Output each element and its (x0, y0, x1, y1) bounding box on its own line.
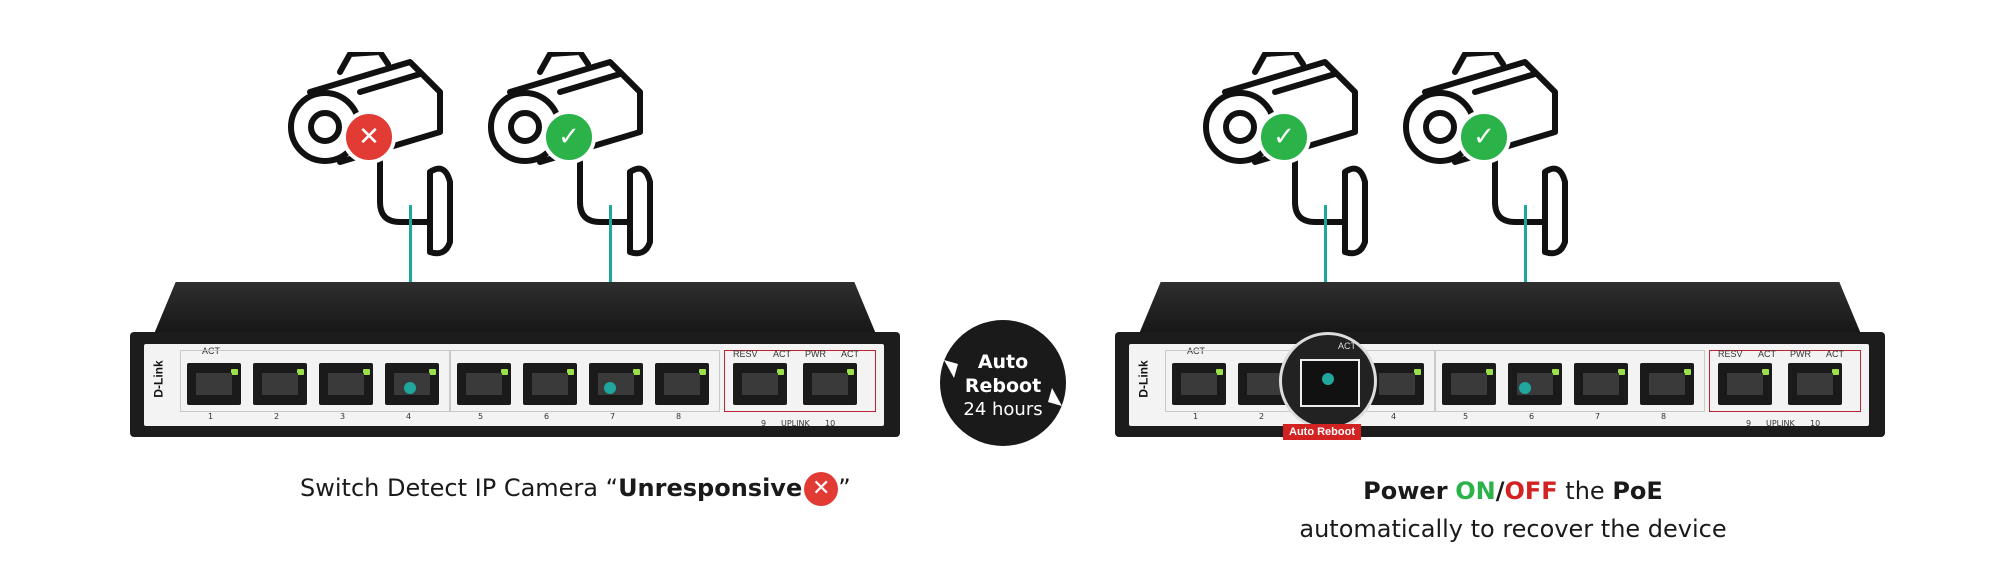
check-icon: ✓ (1257, 110, 1311, 164)
port-number: 5 (478, 412, 484, 421)
caption-power: Power (1363, 477, 1448, 505)
caption-on: ON (1455, 477, 1496, 505)
cctv-camera-icon: ✓ (1395, 49, 1585, 262)
port-group-5-8 (450, 350, 720, 412)
auto-reboot-badge: Auto Reboot 24 hours (940, 320, 1066, 446)
act-label: ACT (1826, 349, 1844, 359)
pwr-label: PWR (805, 349, 826, 359)
port-number: 10 (1810, 419, 1821, 428)
port-group-1-4 (180, 350, 450, 412)
badge-line-hours: 24 hours (963, 399, 1043, 420)
port-number: 4 (1391, 412, 1397, 421)
caption-slash: / (1495, 477, 1505, 505)
badge-line-reboot: Reboot (964, 375, 1042, 397)
cctv-camera-icon: ✓ (1195, 49, 1385, 262)
ethernet-port (319, 363, 373, 405)
port-number: 3 (340, 412, 346, 421)
act-label: ACT (1338, 341, 1356, 351)
switch-faceplate: D-Link ACT RESV ACT PWR (144, 344, 884, 428)
x-icon: ✕ (342, 110, 396, 164)
ethernet-port (523, 363, 577, 405)
uplink-label: UPLINK (1766, 419, 1795, 428)
port-number: 2 (274, 412, 280, 421)
resv-label: RESV (733, 349, 758, 359)
port-number: 10 (825, 419, 836, 428)
left-caption: Switch Detect IP Camera “Unresponsive✕” (300, 472, 851, 506)
right-caption: Power ON/OFF the PoE automatically to re… (1143, 472, 1883, 548)
poe-switch: D-Link ACT RESV ACT PWR (1115, 282, 1885, 454)
port-number: 4 (406, 412, 412, 421)
act-label: ACT (841, 349, 859, 359)
act-label: ACT (1758, 349, 1776, 359)
port-number: 7 (1595, 412, 1601, 421)
cctv-camera-icon: ✓ (480, 49, 670, 262)
port-number: 9 (1746, 419, 1752, 428)
check-icon: ✓ (542, 110, 596, 164)
ethernet-port (1370, 363, 1424, 405)
resv-label: RESV (1718, 349, 1743, 359)
cable-endpoint (1519, 382, 1531, 394)
ethernet-port (1442, 363, 1496, 405)
brand-logo: D-Link (1136, 360, 1151, 398)
ethernet-port (1574, 363, 1628, 405)
port-number: 2 (1259, 412, 1265, 421)
caption-poe: PoE (1612, 477, 1663, 505)
caption-suffix: ” (838, 474, 851, 502)
port-number: 1 (208, 412, 214, 421)
uplink-group: RESV ACT PWR ACT 9 UPLINK 10 (724, 349, 876, 428)
badge-line-auto: Auto (977, 351, 1029, 373)
caption-line-2: automatically to recover the device (1299, 515, 1727, 543)
switch-top (1139, 282, 1861, 334)
cable-endpoint (404, 382, 416, 394)
auto-reboot-tag: Auto Reboot (1283, 424, 1361, 440)
port-number: 5 (1463, 412, 1469, 421)
act-label: ACT (773, 349, 791, 359)
uplink-port (1788, 363, 1842, 405)
switch-top (154, 282, 876, 334)
caption-off: OFF (1504, 477, 1558, 505)
ethernet-port (457, 363, 511, 405)
caption-unresponsive: Unresponsive (618, 474, 803, 502)
port-number: 8 (676, 412, 682, 421)
ethernet-port (1172, 363, 1226, 405)
poe-switch: D-Link ACT RESV ACT PWR (130, 282, 900, 454)
port-number: 9 (761, 419, 767, 428)
act-label: ACT (202, 346, 220, 356)
switch-faceplate: D-Link ACT RESV ACT PWR (1129, 344, 1869, 428)
port-number: 1 (1193, 412, 1199, 421)
caption-line-1: Power ON/OFF the PoE (1143, 472, 1883, 510)
check-icon: ✓ (1457, 110, 1511, 164)
port-number: 6 (544, 412, 550, 421)
brand-logo: D-Link (151, 360, 166, 398)
uplink-group: RESV ACT PWR ACT 9 UPLINK 10 (1709, 349, 1861, 428)
port-number: 6 (1529, 412, 1535, 421)
cable-endpoint (604, 382, 616, 394)
ethernet-port (655, 363, 709, 405)
x-icon: ✕ (804, 472, 839, 506)
caption-the: the (1565, 477, 1605, 505)
switch-front: D-Link ACT RESV ACT PWR (1115, 332, 1885, 437)
ethernet-port (253, 363, 307, 405)
uplink-port (1718, 363, 1772, 405)
left-scenario-panel: ✕ ✓ D-Link ACT (110, 0, 930, 573)
act-label: ACT (1187, 346, 1205, 356)
port-number: 8 (1661, 412, 1667, 421)
uplink-label: UPLINK (781, 419, 810, 428)
pwr-label: PWR (1790, 349, 1811, 359)
ethernet-port (1508, 363, 1562, 405)
refresh-arrows-icon (944, 360, 1062, 406)
magnified-port: ACT (1279, 332, 1377, 430)
cable-endpoint (1322, 373, 1334, 385)
port-group-5-8 (1435, 350, 1705, 412)
switch-front: D-Link ACT RESV ACT PWR (130, 332, 900, 437)
right-scenario-panel: ✓ ✓ D-Link ACT (1095, 0, 1915, 573)
uplink-port (733, 363, 787, 405)
ethernet-port (187, 363, 241, 405)
ethernet-port (1640, 363, 1694, 405)
cctv-camera-icon: ✕ (280, 49, 470, 262)
ethernet-port (589, 363, 643, 405)
uplink-port (803, 363, 857, 405)
caption-prefix: Switch Detect IP Camera “ (300, 474, 619, 502)
port-number: 7 (610, 412, 616, 421)
